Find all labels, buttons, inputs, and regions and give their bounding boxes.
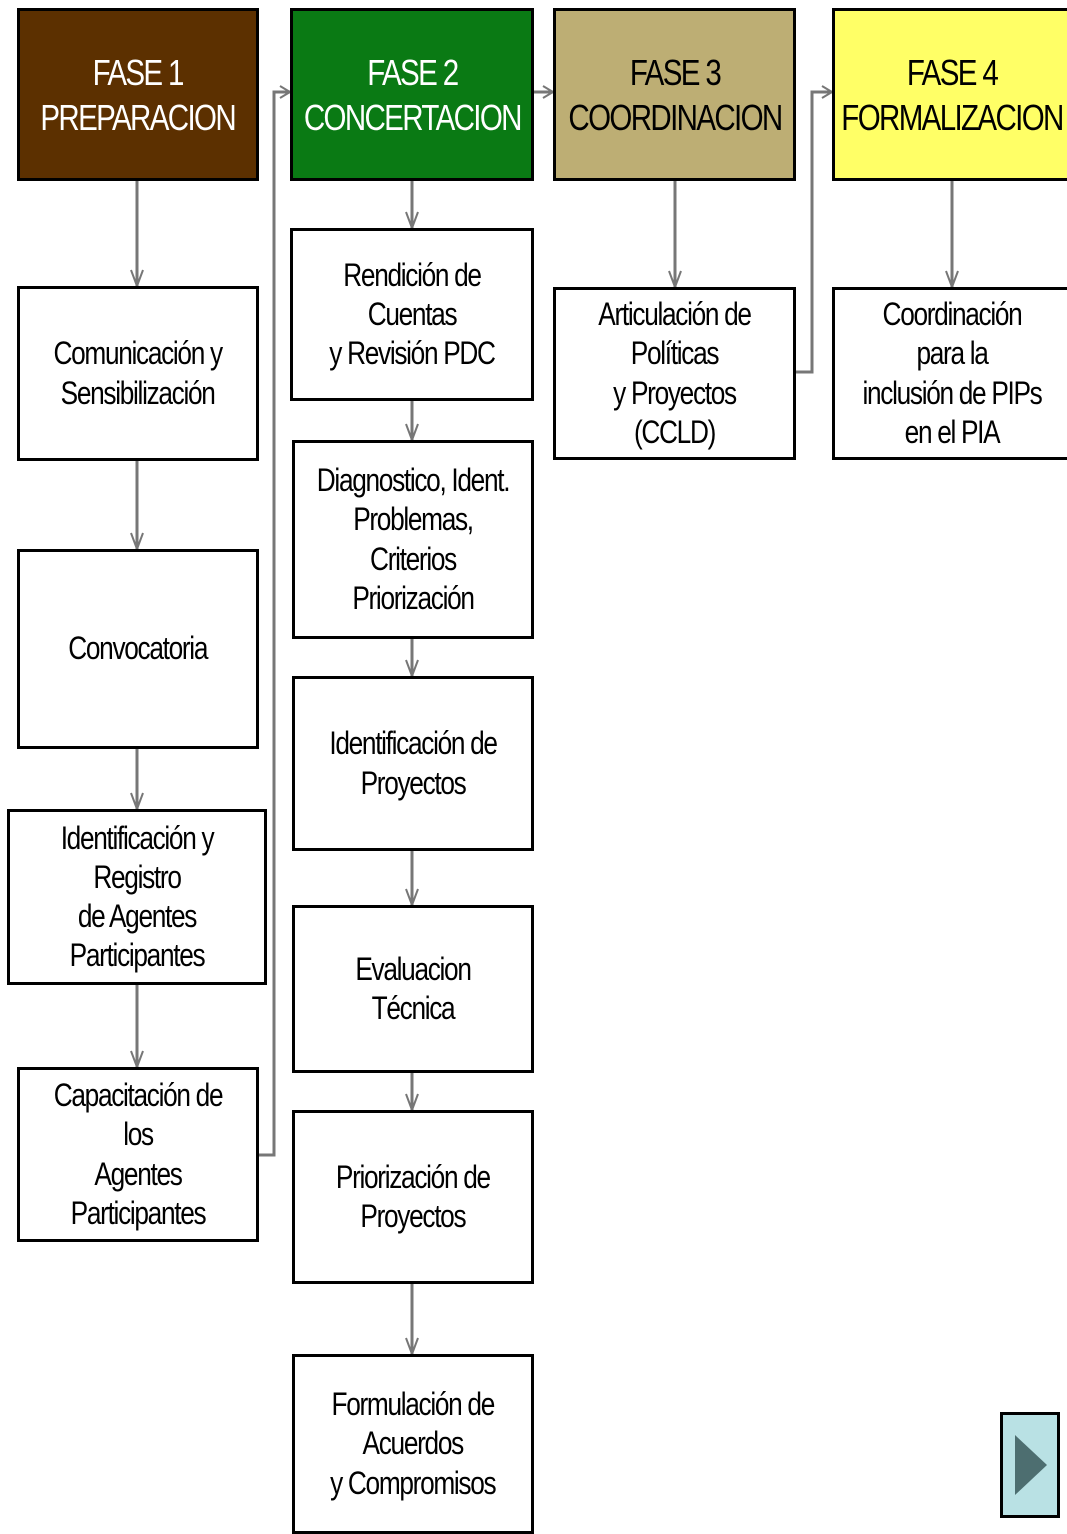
phase-4-step-pip-coordination: Coordinación para la inclusión de PIPs e… (832, 287, 1067, 460)
phase-2-step-5-label: Priorización de Proyectos (336, 1158, 491, 1234)
phase-2-step-3-label: Identificación de Proyectos (329, 725, 498, 801)
phase-3-step-1-label: Articulación de Políticas y Proyectos (C… (598, 296, 752, 450)
phase-4-step-1-label: Coordinación para la inclusión de PIPs e… (862, 296, 1043, 450)
phase-1-title: FASE 1 PREPARACION (40, 51, 237, 138)
phase-1-step-1-label: Comunicación y Sensibilización (53, 335, 224, 411)
phase-2-step-1-label: Rendición de Cuentas y Revisión PDC (329, 256, 496, 372)
phase-1-step-3-label: Identificación y Registro de Agentes Par… (60, 819, 215, 974)
phase-2-step-2-label: Diagnostico, Ident. Problemas, Criterios… (316, 462, 511, 616)
phase-4-header: FASE 4 FORMALIZACION (832, 8, 1067, 181)
phase-3-header: FASE 3 COORDINACION (553, 8, 796, 181)
phase-1-step-communication: Comunicación y Sensibilización (17, 286, 259, 461)
phase-1-step-convocation: Convocatoria (17, 549, 259, 749)
play-triangle-icon (1015, 1435, 1047, 1495)
phase-1-step-4-label: Capacitación de los Agentes Participante… (53, 1077, 224, 1231)
phase-1-step-registration: Identificación y Registro de Agentes Par… (7, 809, 267, 985)
phase-2-header: FASE 2 CONCERTACION (290, 8, 534, 181)
phase-1-step-training: Capacitación de los Agentes Participante… (17, 1067, 259, 1242)
phase-1-header: FASE 1 PREPARACION (17, 8, 259, 181)
phase-3-title: FASE 3 COORDINACION (567, 51, 783, 138)
next-slide-button[interactable] (1000, 1412, 1060, 1518)
phase-3-step-articulation: Articulación de Políticas y Proyectos (C… (553, 287, 796, 460)
phase-2-step-project-prioritization: Priorización de Proyectos (292, 1110, 534, 1284)
phase-2-step-6-label: Formulación de Acuerdos y Compromisos (330, 1386, 497, 1501)
phase-2-step-project-identification: Identificación de Proyectos (292, 676, 534, 851)
phase-1-step-2-label: Convocatoria (68, 630, 209, 667)
phase-2-step-4-label: Evaluacion Técnica (355, 950, 472, 1026)
phase-2-step-technical-evaluation: Evaluacion Técnica (292, 905, 534, 1073)
phase-2-step-diagnosis: Diagnostico, Ident. Problemas, Criterios… (292, 440, 534, 639)
phase-4-title: FASE 4 FORMALIZACION (841, 51, 1064, 138)
phase-2-step-agreements: Formulación de Acuerdos y Compromisos (292, 1354, 534, 1534)
phase-2-title: FASE 2 CONCERTACION (303, 51, 522, 138)
phase-2-step-accountability: Rendición de Cuentas y Revisión PDC (290, 228, 534, 401)
